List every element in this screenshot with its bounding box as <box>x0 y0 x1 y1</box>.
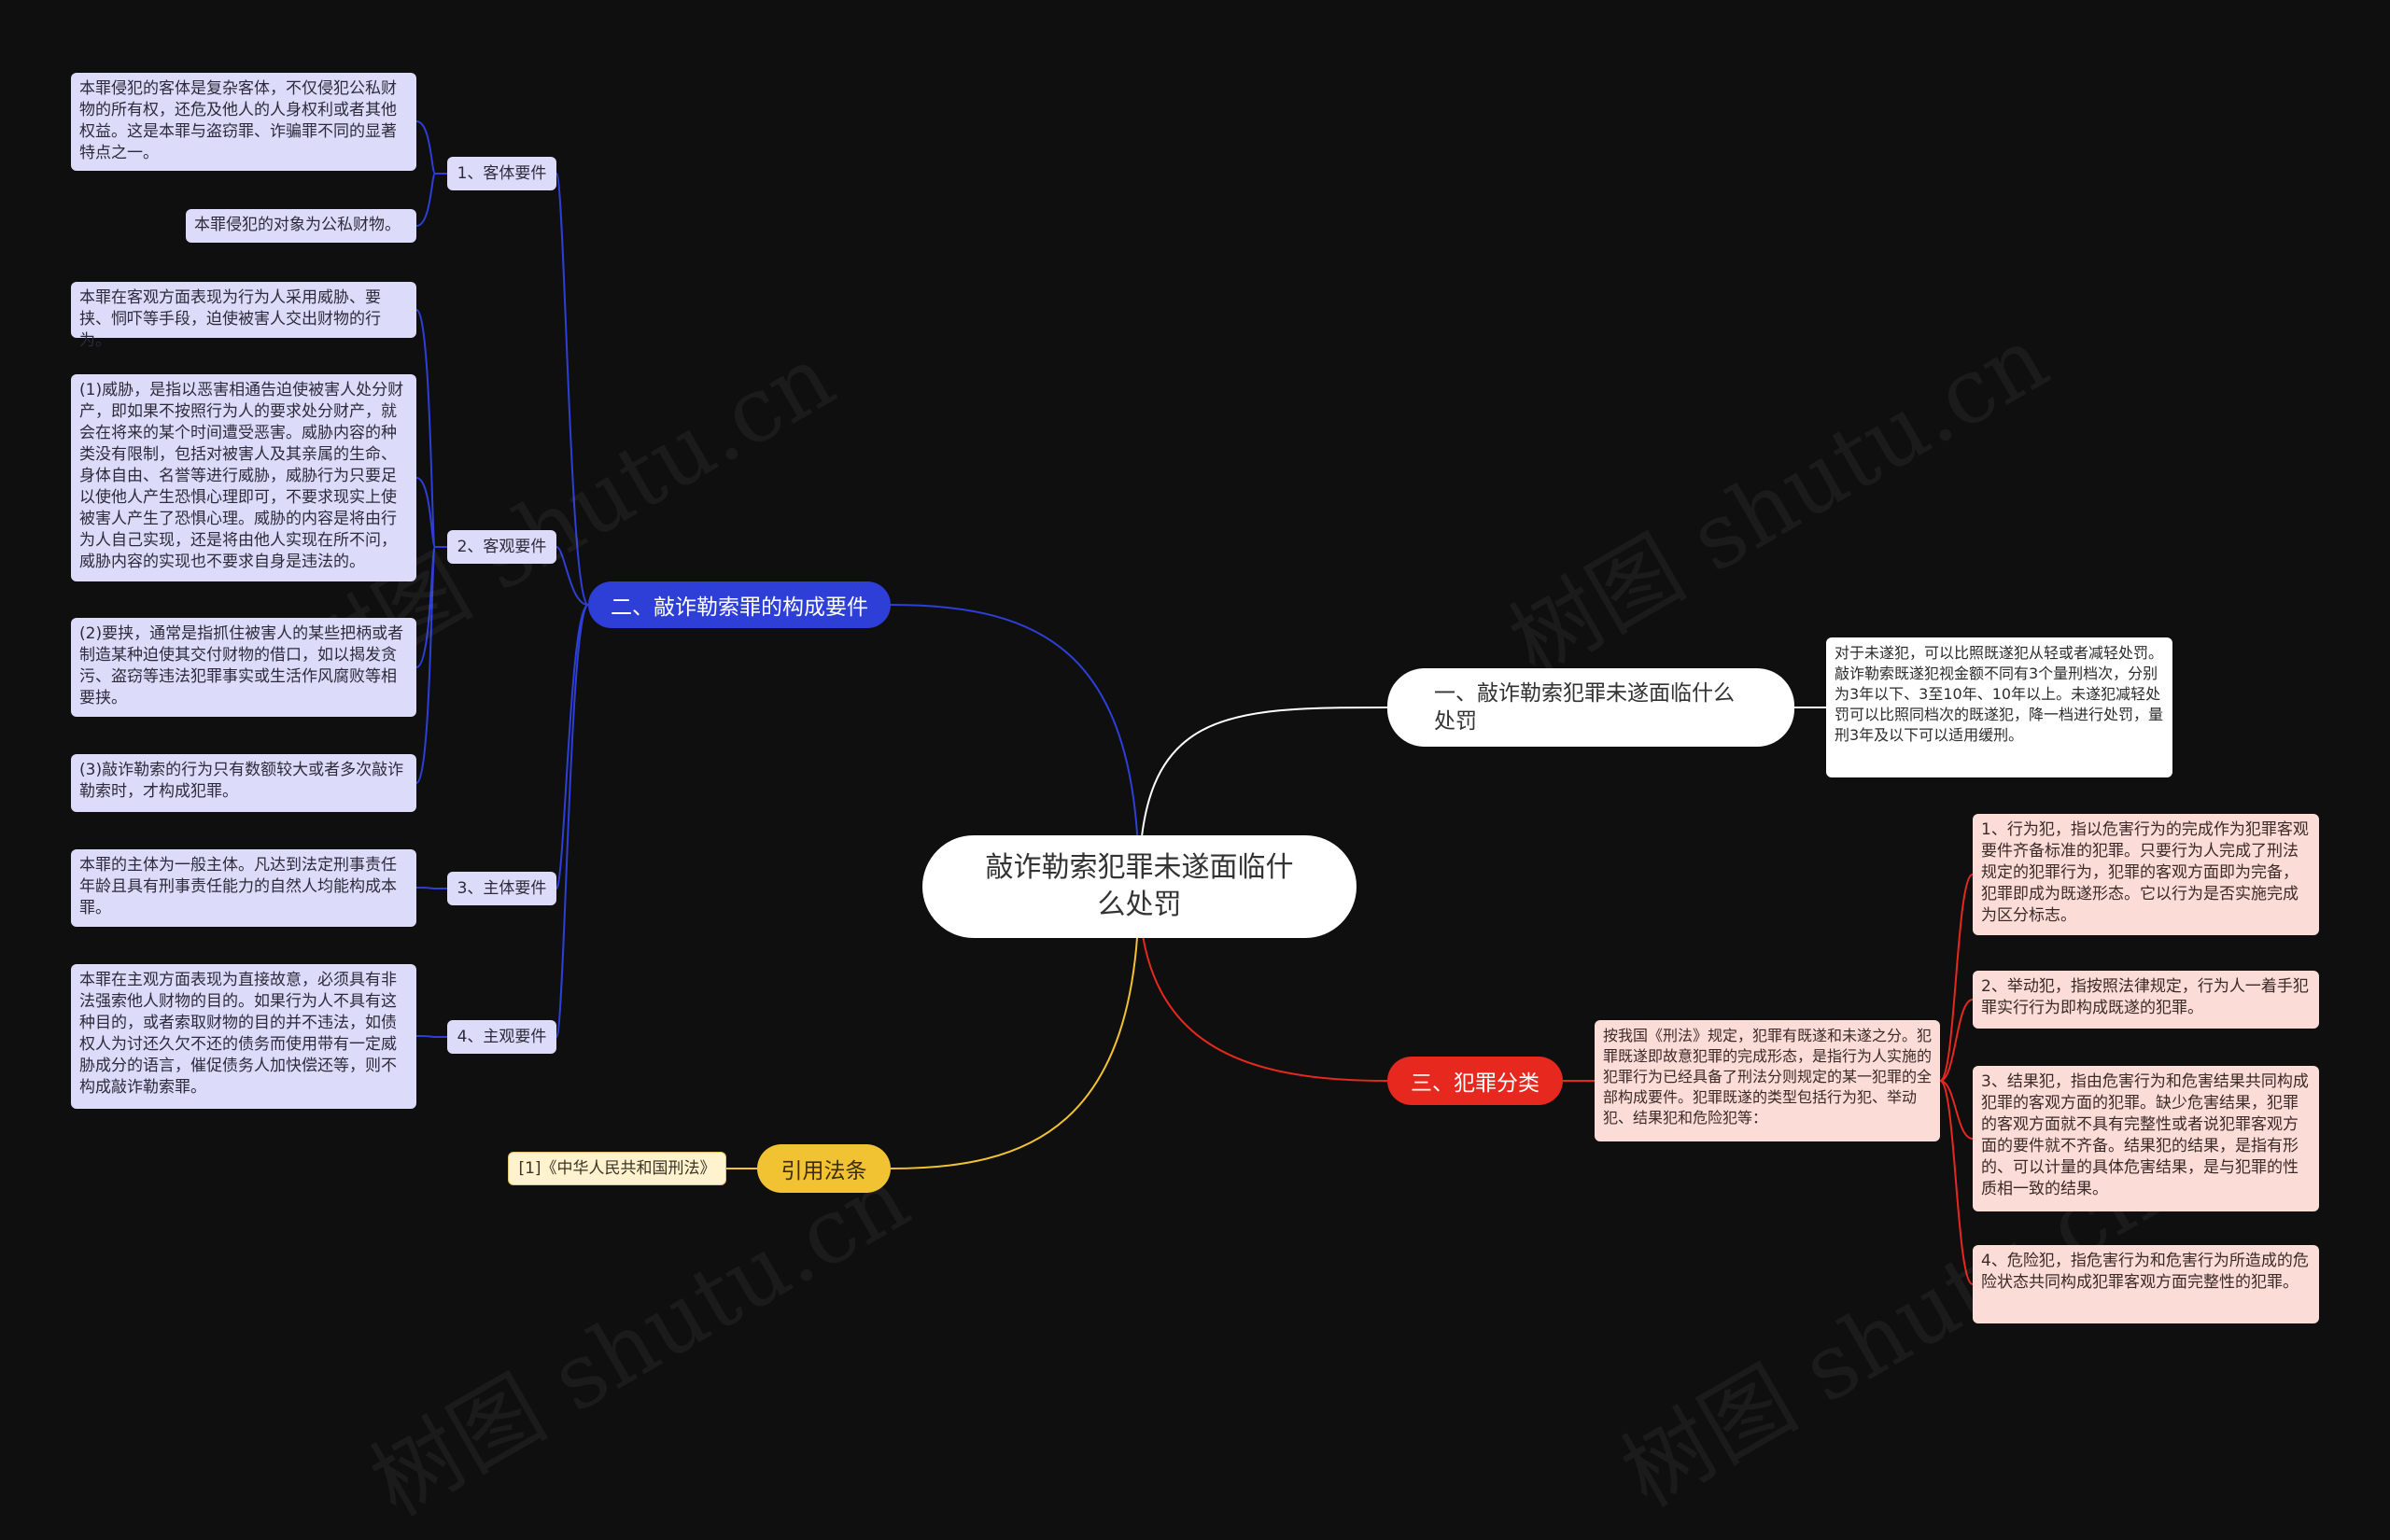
objective-leaf-4: (3)敲诈勒索的行为只有数额较大或者多次敲诈勒索时，才构成犯罪。 <box>71 754 416 812</box>
topic-elements[interactable]: 二、敲诈勒索罪的构成要件 <box>588 581 891 628</box>
link-subject-leaf-1 <box>415 887 436 889</box>
sub-subject-element[interactable]: 3、主体要件 <box>447 872 556 905</box>
punishment-detail: 对于未遂犯，可以比照既遂犯从轻或者减轻处罚。敲诈勒索既遂犯视金额不同有3个量刑档… <box>1826 637 2172 777</box>
topic-classification[interactable]: 三、犯罪分类 <box>1387 1057 1563 1105</box>
mindmap-canvas: 树图 shutu.cn 树图 shutu.cn 树图 shutu.cn 树图 s… <box>71 73 2319 1536</box>
link-intro-leaf-4 <box>1939 1080 1974 1285</box>
object-leaf-1: 本罪侵犯的客体是复杂客体，不仅侵犯公私财物的所有权，还危及他人的人身权利或者其他… <box>71 73 416 171</box>
classification-leaf-3: 3、结果犯，指由危害行为和危害结果共同构成犯罪的客观方面的犯罪。缺少危害结果，犯… <box>1973 1066 2319 1211</box>
subjective-leaf-1: 本罪在主观方面表现为直接故意，必须具有非法强索他人财物的目的。如果行为人不具有这… <box>71 964 416 1109</box>
objective-leaf-1: 本罪在客观方面表现为行为人采用威胁、要挟、恫吓等手段，迫使被害人交出财物的行为。 <box>71 282 416 350</box>
link-elements-sub-4 <box>555 604 589 1038</box>
objective-leaf-3: (2)要挟，通常是指抓住被害人的某些把柄或者制造某种迫使其交付财物的借口，如以揭… <box>71 618 416 717</box>
link-objective-leaf-2 <box>415 477 436 548</box>
topic-classification-label: 三、犯罪分类 <box>1411 1071 1539 1096</box>
link-objective-leaf-1 <box>415 309 436 548</box>
sub-subjective-element[interactable]: 4、主观要件 <box>447 1020 556 1054</box>
classification-leaf-2: 2、举动犯，指按照法律规定，行为人一着手犯罪实行行为即构成既遂的犯罪。 <box>1973 971 2319 1029</box>
connector-lines <box>415 120 1974 1285</box>
topic-elements-label: 二、敲诈勒索罪的构成要件 <box>611 595 868 620</box>
subject-leaf-1: 本罪的主体为一般主体。凡达到法定刑事责任年龄且具有刑事责任能力的自然人均能构成本… <box>71 849 416 927</box>
link-elements-sub-3 <box>555 604 589 889</box>
link-intro-leaf-2 <box>1939 999 1974 1082</box>
link-intro-leaf-3 <box>1939 1080 1974 1140</box>
link-center-classification <box>1138 886 1388 1082</box>
topic-punishment-label: 一、敲诈勒索犯罪未遂面临什么处罚 <box>1434 681 1735 734</box>
link-center-cited-law <box>890 886 1140 1169</box>
central-topic[interactable]: 敲诈勒索犯罪未遂面临什么处罚 <box>922 835 1357 938</box>
topic-punishment[interactable]: 一、敲诈勒索犯罪未遂面临什么处罚 <box>1387 668 1794 747</box>
link-elements-sub-1 <box>555 173 589 606</box>
object-leaf-2: 本罪侵犯的对象为公私财物。 <box>186 209 416 243</box>
link-center-punishment <box>1138 707 1388 888</box>
cited-law-leaf[interactable]: [1]《中华人民共和国刑法》 <box>508 1152 726 1185</box>
topic-cited-law-label: 引用法条 <box>780 1159 867 1183</box>
sub-objective-element[interactable]: 2、客观要件 <box>447 530 556 564</box>
link-elements-sub-2 <box>555 546 589 606</box>
link-objective-leaf-4 <box>415 546 436 784</box>
link-subjective-leaf-1 <box>415 1035 436 1038</box>
objective-leaf-2: (1)威胁，是指以恶害相通告迫使被害人处分财产，即如果不按照行为人的要求处分财产… <box>71 374 416 581</box>
classification-intro: 按我国《刑法》规定，犯罪有既遂和未遂之分。犯罪既遂即故意犯罪的完成形态，是指行为… <box>1595 1020 1940 1141</box>
link-center-elements <box>890 604 1140 888</box>
topic-cited-law[interactable]: 引用法条 <box>757 1144 891 1193</box>
link-intro-leaf-1 <box>1939 874 1974 1082</box>
sub-object-element[interactable]: 1、客体要件 <box>447 157 556 190</box>
classification-leaf-4: 4、危险犯，指危害行为和危害行为所造成的危险状态共同构成犯罪客观方面完整性的犯罪… <box>1973 1245 2319 1323</box>
classification-leaf-1: 1、行为犯，指以危害行为的完成作为犯罪客观要件齐备标准的犯罪。只要行为人完成了刑… <box>1973 814 2319 935</box>
link-object-leaf-1 <box>415 120 436 175</box>
link-object-leaf-2 <box>415 173 436 227</box>
central-topic-label: 敲诈勒索犯罪未遂面临什么处罚 <box>985 851 1294 921</box>
